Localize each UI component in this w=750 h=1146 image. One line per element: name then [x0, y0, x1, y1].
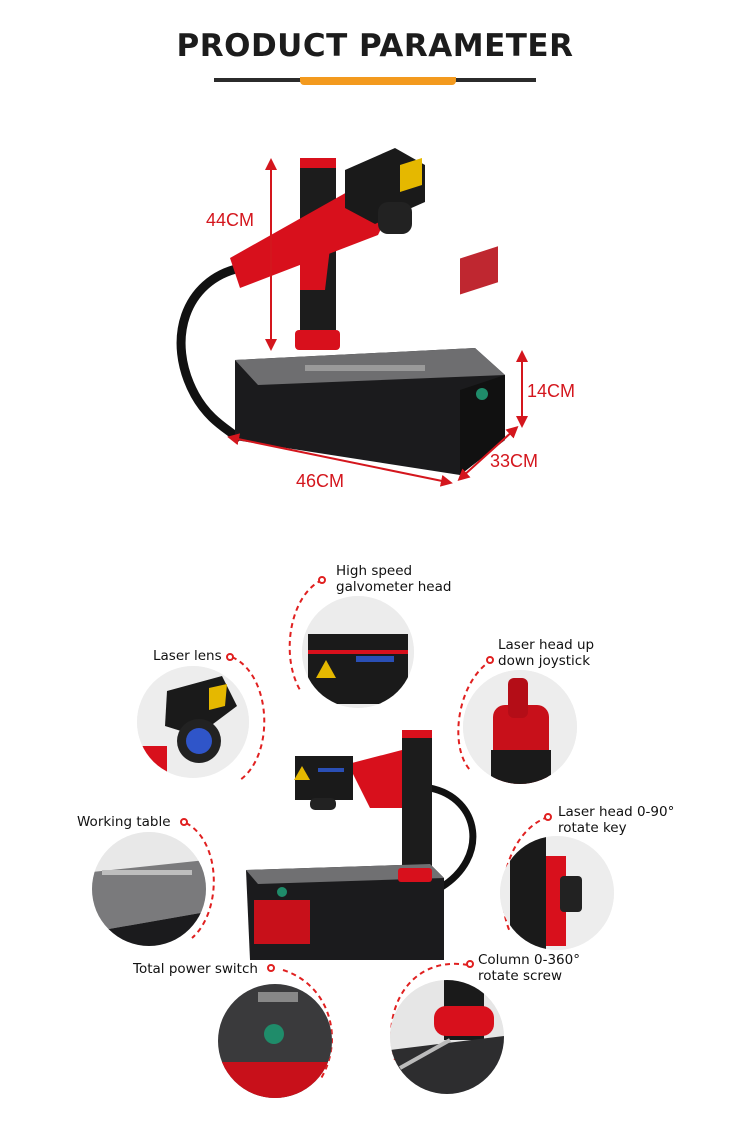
- base-height-label: 14CM: [527, 381, 576, 401]
- label-rotate-key: Laser head 0-90°rotate key: [558, 804, 675, 836]
- dimension-diagram: [176, 148, 528, 487]
- dot-galvo: [318, 576, 326, 584]
- label-column-screw: Column 0-360°rotate screw: [478, 952, 580, 984]
- page-title: PRODUCT PARAMETER: [176, 28, 574, 64]
- dot-lens: [226, 653, 234, 661]
- title-accent-bar: [300, 77, 456, 85]
- dot-power: [267, 964, 275, 972]
- working-table-photo: [92, 832, 206, 946]
- width-label: 46CM: [296, 471, 345, 491]
- laser-lens-photo: [137, 666, 249, 778]
- label-power-switch: Total power switch: [133, 961, 258, 977]
- power-switch-photo: [218, 984, 332, 1098]
- dot-joystick: [486, 656, 494, 664]
- label-working-table: Working table: [77, 814, 171, 830]
- height-label: 44CM: [206, 210, 255, 230]
- main-machine-illustration: [246, 730, 477, 960]
- label-laser-lens: Laser lens: [153, 648, 222, 664]
- joystick-photo: [463, 670, 577, 784]
- galvo-head-photo: [302, 596, 414, 708]
- depth-label: 33CM: [490, 451, 539, 471]
- rotate-key-photo: [500, 836, 614, 950]
- dot-rotate-key: [544, 813, 552, 821]
- dot-column: [466, 960, 474, 968]
- dot-table: [180, 818, 188, 826]
- cable: [176, 263, 244, 444]
- column-screw-photo: [390, 980, 504, 1094]
